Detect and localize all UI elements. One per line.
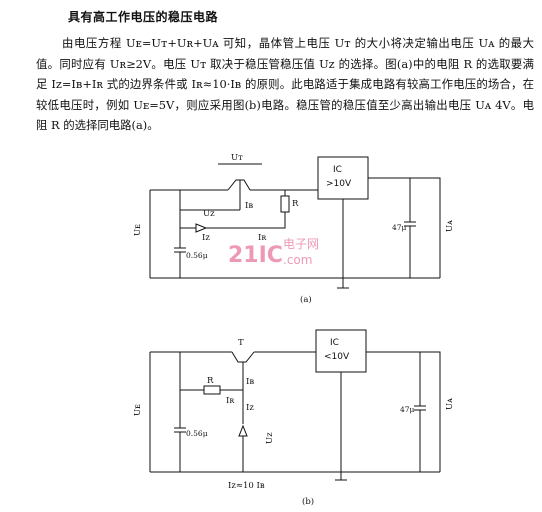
ic-b-rating: <10V [324, 352, 350, 362]
label-cap-out-a: 47μ [392, 223, 407, 232]
label-ir-a: Iʀ [258, 233, 266, 243]
label-t-b: T [238, 338, 244, 348]
label-ib-b: Iʙ [246, 377, 254, 387]
label-ir-b: Iʀ [226, 396, 234, 406]
cap-in-b [174, 427, 186, 433]
resistor-r-b [203, 385, 221, 395]
transistor-a [227, 179, 251, 191]
label-ut-a: Uᴛ [231, 153, 243, 163]
ic-a-label: IC [333, 165, 342, 175]
ic-box-a [317, 156, 369, 200]
label-ue-a: Uᴇ [133, 224, 143, 236]
label-ue-b: Uᴇ [133, 404, 143, 416]
label-iz-b: Iᴢ [246, 403, 254, 413]
ic-b-label: IC [330, 338, 339, 348]
watermark-logo: 21IC [228, 243, 283, 268]
label-r-b: R [207, 376, 214, 386]
label-cap-in-a: 0.56μ [186, 251, 208, 260]
transistor-b [231, 351, 255, 363]
ic-box-b [315, 329, 367, 373]
zener-diode-b [238, 424, 248, 437]
paragraph-text: 由电压方程 Uᴇ=Uᴛ+Uʀ+Uᴀ 可知，晶体管上电压 Uᴛ 的大小将决定输出电… [36, 36, 534, 132]
document-title: 具有高工作电压的稳压电路 [68, 10, 219, 24]
label-ib-a: Iʙ [245, 201, 253, 211]
caption-a: (a) [300, 294, 312, 305]
label-cap-out-b: 47μ [400, 405, 415, 414]
label-uz-b: Uᴢ [265, 432, 275, 444]
label-cap-in-b: 0.56μ [186, 429, 208, 438]
cap-in-a [174, 247, 186, 253]
label-iz-a: Iᴢ [202, 233, 210, 243]
caption-b: (b) [302, 496, 314, 507]
resistor-r-a [280, 195, 290, 213]
zener-diode-a [195, 223, 208, 233]
watermark-domain: .com [283, 253, 312, 267]
watermark-site: 电子网 [283, 237, 319, 251]
wire-a-top-right [368, 177, 441, 278]
circuit-diagram-a: IC >10V Uᴛ R Uᴢ Iʙ Iᴢ Iʀ 0.56μ Uᴇ [133, 153, 455, 305]
watermark: 21IC 电子网 .com [228, 237, 319, 268]
circuit-diagram-b: IC <10V T Iʙ Iᴢ R Iʀ Uᴢ 0.56μ Uᴇ 47μ Uᴀ [133, 329, 455, 507]
label-r-a: R [292, 199, 299, 209]
cap-out-b [414, 405, 426, 411]
label-ua-b: Uᴀ [445, 398, 455, 410]
body-paragraph: 由电压方程 Uᴇ=Uᴛ+Uʀ+Uᴀ 可知，晶体管上电压 Uᴛ 的大小将决定输出电… [36, 33, 534, 136]
ic-a-rating: >10V [326, 179, 352, 189]
label-ua-a: Uᴀ [445, 220, 455, 232]
label-uz-a: Uᴢ [203, 209, 215, 219]
formula-b: Iᴢ≈10 Iʙ [228, 481, 265, 491]
